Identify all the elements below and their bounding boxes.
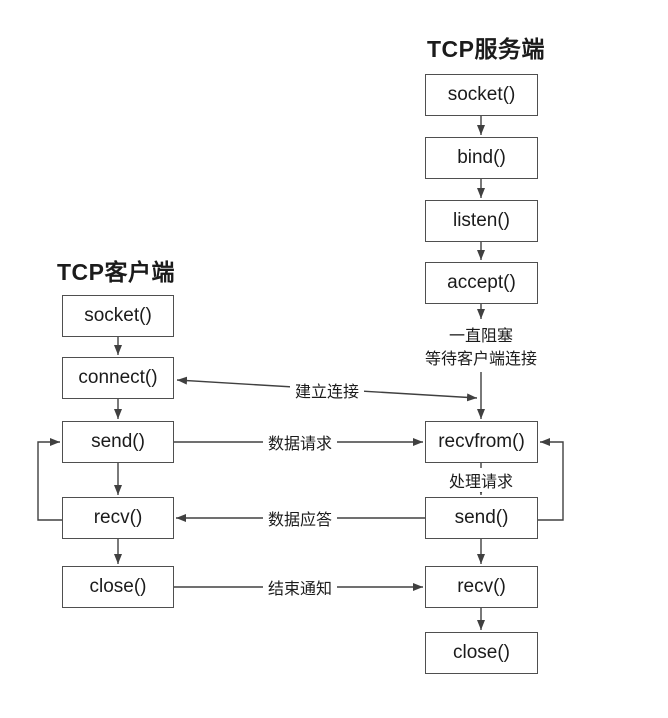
server-box-send: send() [425,497,538,539]
finish-notice-label: 结束通知 [262,575,338,599]
establish-connection-label: 建立连接 [289,378,365,402]
server-box-close: close() [425,632,538,674]
client-box-close: close() [62,566,174,608]
client-box-socket: socket() [62,295,174,337]
server-blocking-note-line2: 等待客户端连接 [424,351,538,368]
client-title: TCP客户端 [57,259,175,285]
data-response-label: 数据应答 [262,506,338,530]
client-box-recv: recv() [62,497,174,539]
server-box-accept: accept() [425,262,538,304]
server-blocking-note: 一直阻塞 等待客户端连接 [425,325,537,371]
server-box-listen: listen() [425,200,538,242]
client-box-connect: connect() [62,357,174,399]
server-loop-arrow [538,438,564,521]
server-box-bind: bind() [425,137,538,179]
server-title: TCP服务端 [427,36,545,62]
server-box-recvfrom: recvfrom() [425,421,538,463]
server-process-note: 处理请求 [443,468,519,492]
server-box-recv: recv() [425,566,538,608]
server-box-socket: socket() [425,74,538,116]
client-loop-arrow [37,438,62,521]
data-request-label: 数据请求 [262,430,338,454]
client-box-send: send() [62,421,174,463]
server-blocking-note-line1: 一直阻塞 [448,328,514,345]
